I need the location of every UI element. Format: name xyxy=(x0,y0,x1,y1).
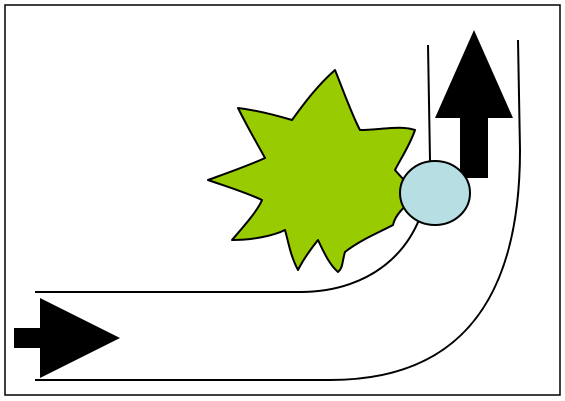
arrow-right-icon xyxy=(14,298,120,378)
circle-shape xyxy=(400,161,470,225)
starburst-shape xyxy=(208,70,418,272)
arrow-up-icon xyxy=(435,30,513,178)
